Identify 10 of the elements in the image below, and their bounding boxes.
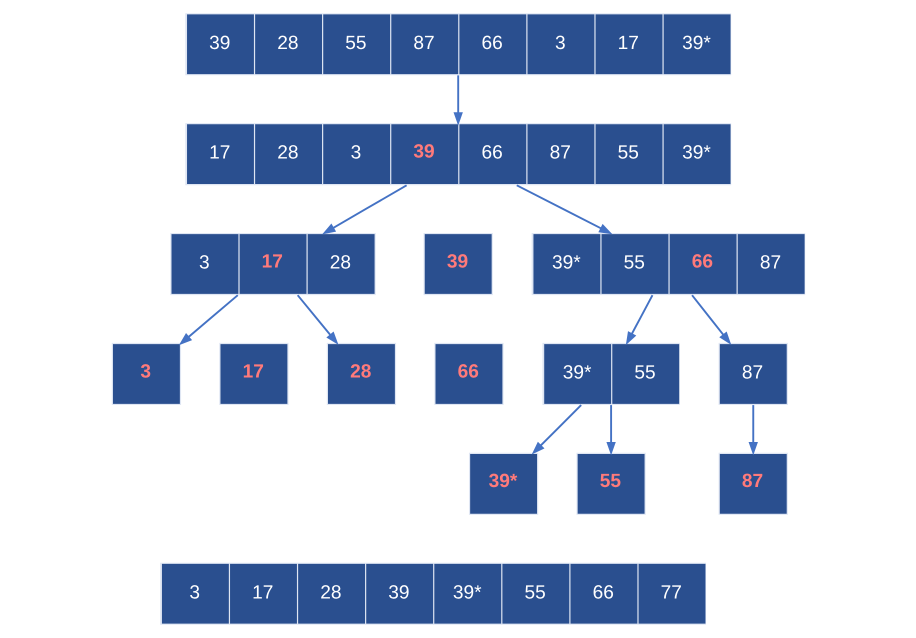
arrow [748, 405, 758, 456]
arrow [606, 405, 616, 456]
arrow [531, 404, 582, 455]
arrow [453, 75, 462, 126]
arrow [625, 294, 653, 346]
arrow [178, 294, 238, 346]
arrow [322, 184, 407, 234]
arrow [690, 294, 731, 345]
arrow [296, 294, 338, 345]
arrow [516, 184, 612, 234]
